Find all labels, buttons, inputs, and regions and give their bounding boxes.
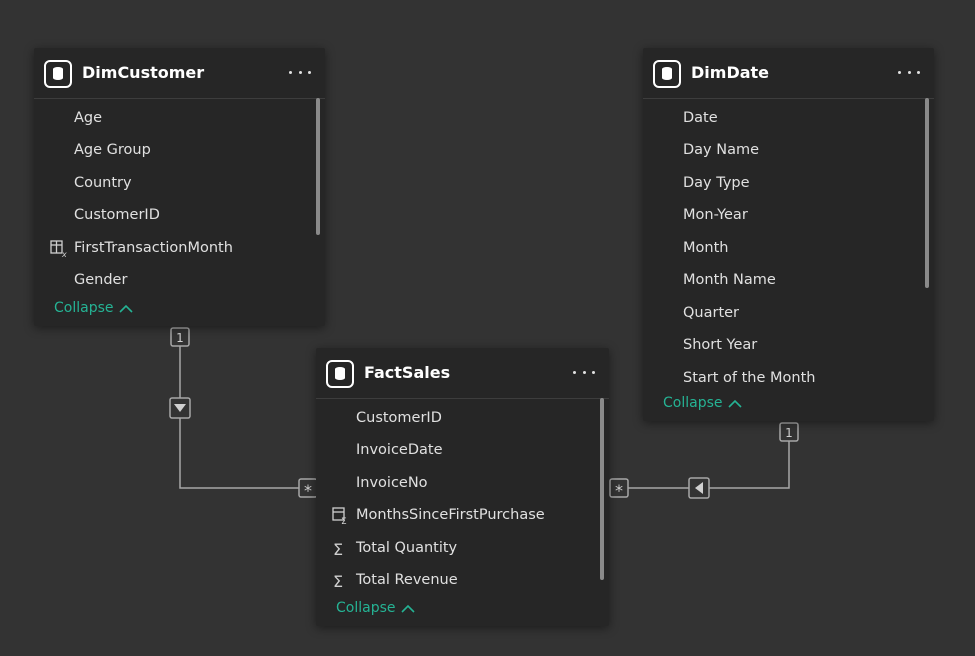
field-label: Month bbox=[683, 240, 729, 256]
chevron-up-icon bbox=[400, 604, 415, 613]
collapse-button[interactable]: Collapse bbox=[54, 300, 133, 316]
field-label: Month Name bbox=[683, 272, 776, 288]
chevron-up-icon bbox=[727, 399, 742, 408]
chevron-up-icon bbox=[118, 304, 133, 313]
field-item[interactable]: Gender bbox=[34, 264, 311, 296]
field-item[interactable]: Σ MonthsSinceFirstPurchase bbox=[316, 499, 595, 531]
table-card-dimdate[interactable]: DimDate Date Day Name Day Type Mon-Year … bbox=[643, 48, 934, 421]
field-label: Day Type bbox=[683, 175, 750, 191]
calculated-column-icon: x bbox=[50, 240, 67, 258]
field-item[interactable]: Country bbox=[34, 167, 311, 199]
cardinality-many-label: * bbox=[615, 481, 623, 500]
table-icon bbox=[44, 60, 72, 88]
calculated-measure-icon: Σ bbox=[332, 507, 347, 525]
table-icon bbox=[326, 360, 354, 388]
field-item[interactable]: InvoiceDate bbox=[316, 434, 595, 466]
field-item[interactable]: Month Name bbox=[643, 264, 920, 296]
field-item[interactable]: Date bbox=[643, 102, 920, 134]
field-label: Gender bbox=[74, 272, 128, 288]
svg-text:Σ: Σ bbox=[341, 517, 347, 525]
table-icon bbox=[653, 60, 681, 88]
field-label: Mon-Year bbox=[683, 207, 748, 223]
cardinality-one-label: 1 bbox=[176, 331, 184, 345]
collapse-button[interactable]: Collapse bbox=[663, 395, 742, 411]
field-item[interactable]: Month bbox=[643, 232, 920, 264]
field-item[interactable]: Short Year bbox=[643, 329, 920, 361]
table-card-header[interactable]: DimCustomer bbox=[34, 48, 325, 99]
table-card-factsales[interactable]: FactSales CustomerID InvoiceDate Invoice… bbox=[316, 348, 609, 626]
left-arrow-icon bbox=[695, 482, 703, 494]
field-label: CustomerID bbox=[356, 410, 442, 426]
svg-text:Σ: Σ bbox=[333, 540, 343, 558]
field-label: InvoiceDate bbox=[356, 442, 443, 458]
field-label: Date bbox=[683, 110, 718, 126]
field-item[interactable]: Day Type bbox=[643, 167, 920, 199]
cardinality-one-badge bbox=[170, 327, 190, 347]
field-label: Age Group bbox=[74, 142, 151, 158]
field-label: Country bbox=[74, 175, 132, 191]
scrollbar[interactable] bbox=[316, 98, 320, 235]
down-arrow-icon bbox=[174, 404, 186, 412]
collapse-button[interactable]: Collapse bbox=[336, 600, 415, 616]
field-item[interactable]: x FirstTransactionMonth bbox=[34, 232, 311, 264]
field-label: MonthsSinceFirstPurchase bbox=[356, 507, 545, 523]
field-label: Total Quantity bbox=[356, 540, 458, 556]
relationship-date-sales[interactable]: 1 * bbox=[609, 422, 799, 500]
field-item[interactable]: Age bbox=[34, 102, 311, 134]
field-label: CustomerID bbox=[74, 207, 160, 223]
svg-text:x: x bbox=[61, 250, 67, 258]
field-item[interactable]: Age Group bbox=[34, 134, 311, 166]
scrollbar[interactable] bbox=[925, 98, 929, 288]
sigma-icon: Σ bbox=[333, 572, 343, 590]
field-item[interactable]: InvoiceNo bbox=[316, 467, 595, 499]
field-label: Short Year bbox=[683, 337, 758, 353]
table-card-dimcustomer[interactable]: DimCustomer Age Age Group Country Custom… bbox=[34, 48, 325, 326]
cardinality-many-label: * bbox=[304, 481, 312, 500]
more-options-button[interactable] bbox=[898, 62, 920, 82]
collapse-label: Collapse bbox=[336, 600, 396, 616]
cardinality-one-badge bbox=[779, 422, 799, 442]
field-label: Total Revenue bbox=[356, 572, 458, 588]
table-title: DimCustomer bbox=[82, 63, 205, 82]
field-label: Quarter bbox=[683, 305, 740, 321]
sigma-icon: Σ bbox=[333, 540, 343, 558]
table-title: DimDate bbox=[691, 63, 770, 82]
field-label: InvoiceNo bbox=[356, 475, 428, 491]
scrollbar[interactable] bbox=[600, 398, 604, 580]
table-title: FactSales bbox=[364, 363, 451, 382]
field-label: Day Name bbox=[683, 142, 760, 158]
collapse-label: Collapse bbox=[54, 300, 114, 316]
more-options-button[interactable] bbox=[573, 362, 595, 382]
collapse-label: Collapse bbox=[663, 395, 723, 411]
field-item[interactable]: Start of the Month bbox=[643, 362, 920, 394]
field-label: Start of the Month bbox=[683, 370, 816, 386]
table-card-header[interactable]: FactSales bbox=[316, 348, 609, 399]
more-options-button[interactable] bbox=[289, 62, 311, 82]
table-card-header[interactable]: DimDate bbox=[643, 48, 934, 99]
field-label: FirstTransactionMonth bbox=[74, 240, 233, 256]
field-item[interactable]: Σ Total Quantity bbox=[316, 532, 595, 564]
relationship-customer-sales[interactable]: 1 * bbox=[169, 327, 318, 500]
svg-text:Σ: Σ bbox=[333, 572, 343, 590]
field-item[interactable]: CustomerID bbox=[34, 199, 311, 231]
field-item[interactable]: Quarter bbox=[643, 297, 920, 329]
field-item[interactable]: CustomerID bbox=[316, 402, 595, 434]
cardinality-many-badge bbox=[609, 478, 629, 498]
field-item[interactable]: Mon-Year bbox=[643, 199, 920, 231]
field-label: Age bbox=[74, 110, 103, 126]
field-item[interactable]: Σ Total Revenue bbox=[316, 564, 595, 596]
cardinality-one-label: 1 bbox=[785, 426, 793, 440]
field-item[interactable]: Day Name bbox=[643, 134, 920, 166]
